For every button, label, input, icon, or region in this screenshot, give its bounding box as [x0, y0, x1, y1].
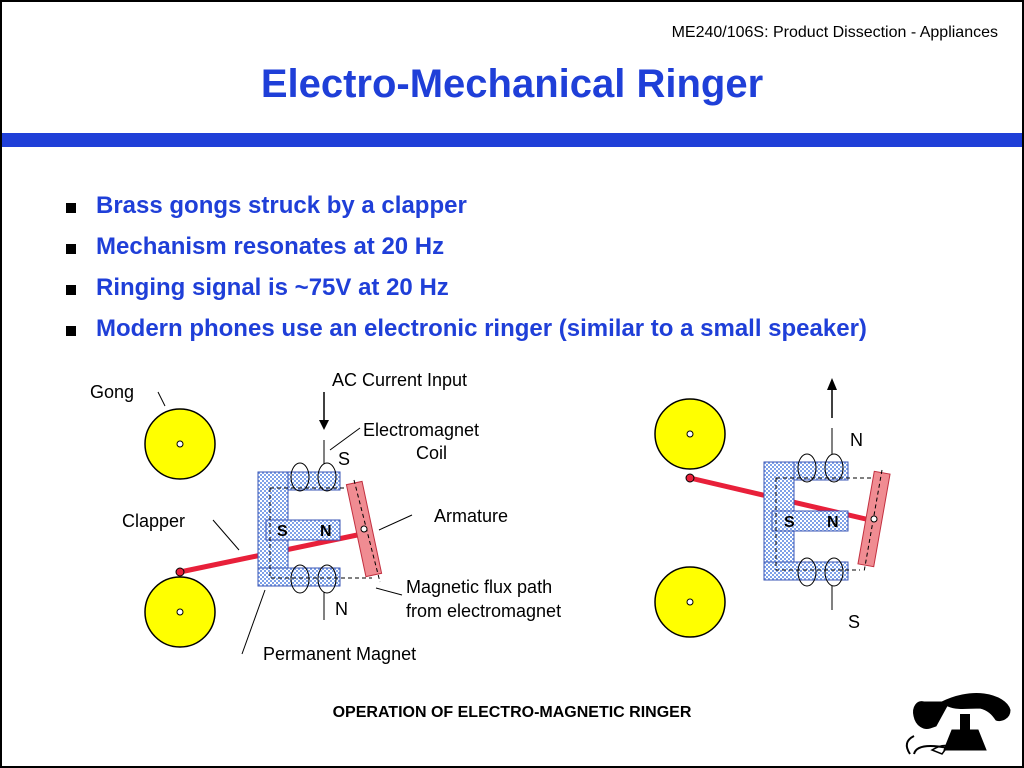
- course-title: ME240/106S: Product Dissection - Applian…: [671, 24, 998, 41]
- permanent-magnet-right: [763, 461, 849, 581]
- bullet-item: Ringing signal is ~75V at 20 Hz: [62, 274, 867, 315]
- right-diagram: S N N S: [654, 378, 891, 638]
- clapper-ball: [175, 567, 185, 577]
- telephone-icon: [905, 693, 1011, 755]
- pole-bottom-label-right: S: [848, 612, 860, 632]
- gong-label: Gong: [90, 382, 134, 402]
- flux-label-line2: from electromagnet: [406, 601, 561, 621]
- electromagnet-coil-bottom-right: [797, 557, 844, 587]
- magnet-n-label: N: [320, 523, 332, 540]
- bullet-square-icon: [66, 326, 76, 336]
- bullet-item: Modern phones use an electronic ringer (…: [62, 315, 867, 356]
- armature-label: Armature: [434, 506, 508, 526]
- title-divider: [2, 133, 1022, 147]
- bullet-square-icon: [66, 244, 76, 254]
- gong-top-left: [144, 408, 216, 480]
- magnet-n-label-right: N: [827, 514, 839, 531]
- bullet-square-icon: [66, 285, 76, 295]
- ac-input-arrow-icon: [319, 420, 329, 430]
- magnet-s-label: S: [277, 523, 288, 540]
- pole-top-label: S: [338, 449, 350, 469]
- electromagnet-coil-top: [290, 462, 337, 492]
- gong-bottom-right: [654, 566, 726, 638]
- diagram-caption: OPERATION OF ELECTRO-MAGNETIC RINGER: [332, 704, 692, 721]
- bullet-text: Mechanism resonates at 20 Hz: [96, 233, 445, 260]
- gong-bottom-left: [144, 576, 216, 648]
- gong-top-right: [654, 398, 726, 470]
- clapper-label: Clapper: [122, 511, 185, 531]
- left-diagram: S N: [90, 370, 561, 664]
- slide-title: Electro-Mechanical Ringer: [260, 62, 764, 106]
- bullet-text: Brass gongs struck by a clapper: [96, 192, 467, 219]
- bullet-square-icon: [66, 203, 76, 213]
- electromagnet-coil-top-right: [797, 453, 844, 483]
- up-arrow-icon: [827, 378, 837, 390]
- bullet-text: Ringing signal is ~75V at 20 Hz: [96, 274, 449, 301]
- bullet-item: Brass gongs struck by a clapper: [62, 192, 867, 233]
- pole-top-label-right: N: [850, 430, 863, 450]
- flux-path-right: [775, 478, 860, 571]
- clapper-ball-right: [685, 473, 695, 483]
- ac-input-label: AC Current Input: [332, 370, 467, 390]
- permanent-magnet-label: Permanent Magnet: [263, 644, 416, 664]
- bullet-item: Mechanism resonates at 20 Hz: [62, 233, 867, 274]
- bullet-text: Modern phones use an electronic ringer (…: [96, 315, 867, 342]
- pole-bottom-label: N: [335, 599, 348, 619]
- bullet-list: Brass gongs struck by a clapper Mechanis…: [62, 192, 867, 356]
- magnet-s-label-right: S: [784, 514, 795, 531]
- coil-label-line1: Electromagnet: [363, 420, 479, 440]
- electromagnet-coil-bottom: [290, 564, 337, 594]
- flux-path-left: [269, 488, 372, 579]
- flux-label-line1: Magnetic flux path: [406, 577, 552, 597]
- coil-label-line2: Coil: [416, 443, 447, 463]
